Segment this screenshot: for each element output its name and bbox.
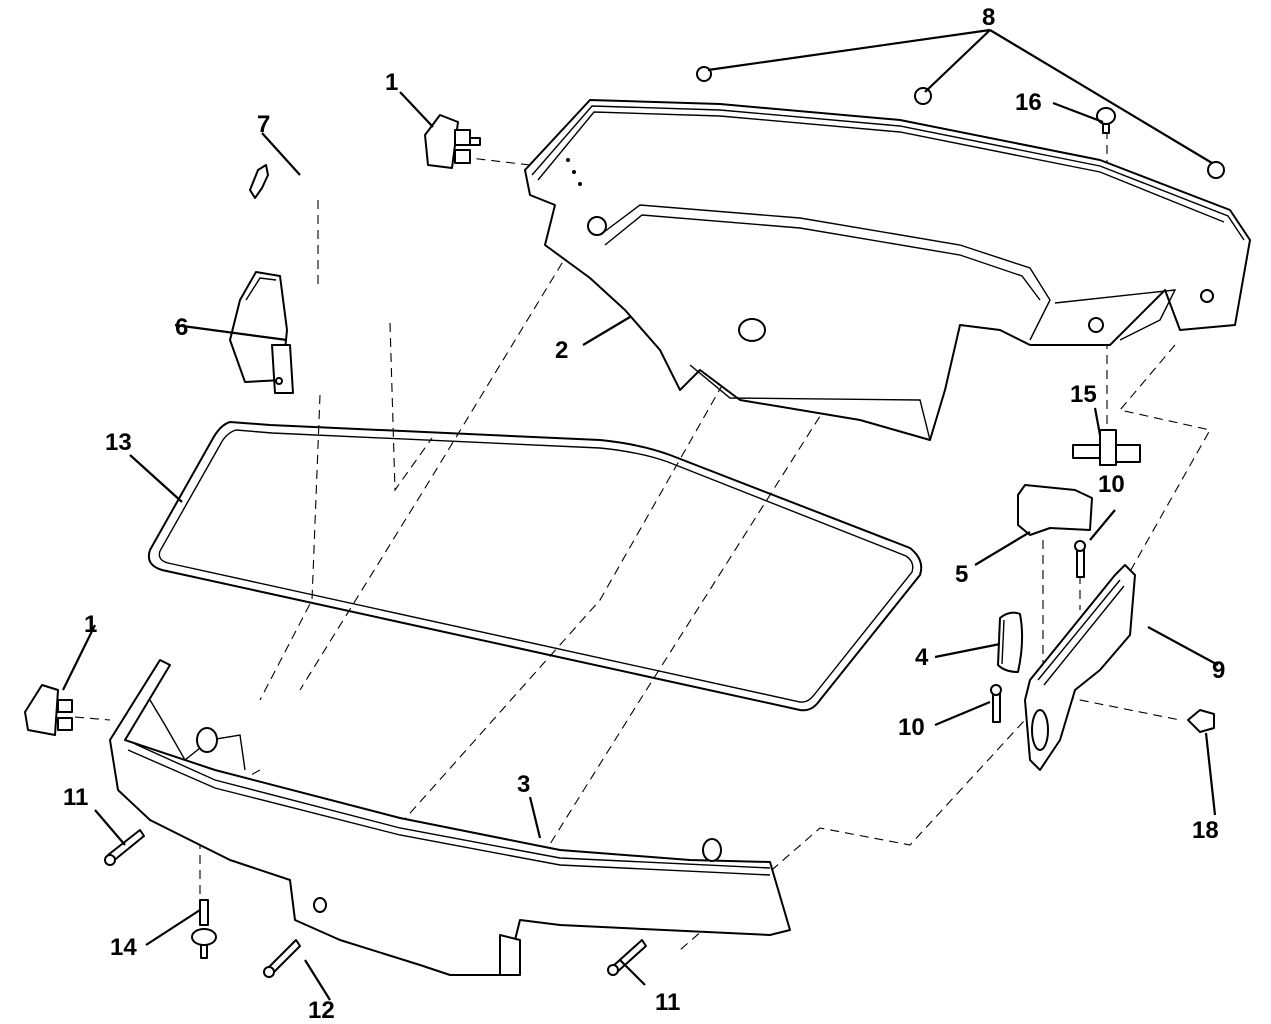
part-7-clip [249, 164, 269, 199]
part-18-grommet [1187, 709, 1215, 733]
part-1-lower-latch [24, 684, 73, 736]
callout-11-right: 11 [655, 989, 680, 1016]
callout-12: 12 [308, 997, 335, 1024]
callout-18: 18 [1192, 817, 1219, 844]
callout-10-upper: 10 [1098, 471, 1125, 498]
callout-14: 14 [110, 934, 137, 961]
callout-4: 4 [915, 644, 929, 671]
part-11-screws [104, 829, 647, 976]
part-10-screws [990, 540, 1086, 723]
part-14-stud [191, 899, 217, 959]
part-8-nuts [696, 66, 1225, 179]
callout-9: 9 [1212, 657, 1225, 684]
part-3-lower-cowl [109, 659, 791, 976]
part-4-plug [997, 611, 1024, 673]
callout-1-lower: 1 [84, 611, 97, 638]
callout-15: 15 [1070, 381, 1097, 408]
callout-10-lower: 10 [898, 714, 925, 741]
part-16-screw [1096, 107, 1116, 134]
callout-13: 13 [105, 429, 132, 456]
part-6-bracket [229, 271, 294, 394]
callout-8: 8 [982, 4, 995, 31]
callout-7: 7 [257, 111, 270, 138]
callout-labels: 1 7 8 16 6 2 13 15 10 5 4 9 10 18 1 3 11… [63, 4, 1225, 1024]
part-9-side-panel [1024, 564, 1136, 771]
leader-lines [62, 28, 1219, 1001]
part-5-cover [1017, 484, 1093, 536]
part-12-screw [263, 939, 301, 978]
callout-1-upper: 1 [385, 69, 398, 96]
callout-6: 6 [175, 314, 188, 341]
callout-5: 5 [955, 561, 968, 588]
callout-11-left: 11 [63, 784, 88, 811]
callout-3: 3 [517, 771, 530, 798]
part-13-seal [147, 421, 923, 712]
callout-16: 16 [1015, 89, 1042, 116]
part-2-upper-cowl [524, 99, 1251, 441]
callout-2: 2 [555, 337, 568, 364]
part-1-upper-latch [424, 114, 481, 169]
part-15-fitting [1072, 429, 1141, 466]
